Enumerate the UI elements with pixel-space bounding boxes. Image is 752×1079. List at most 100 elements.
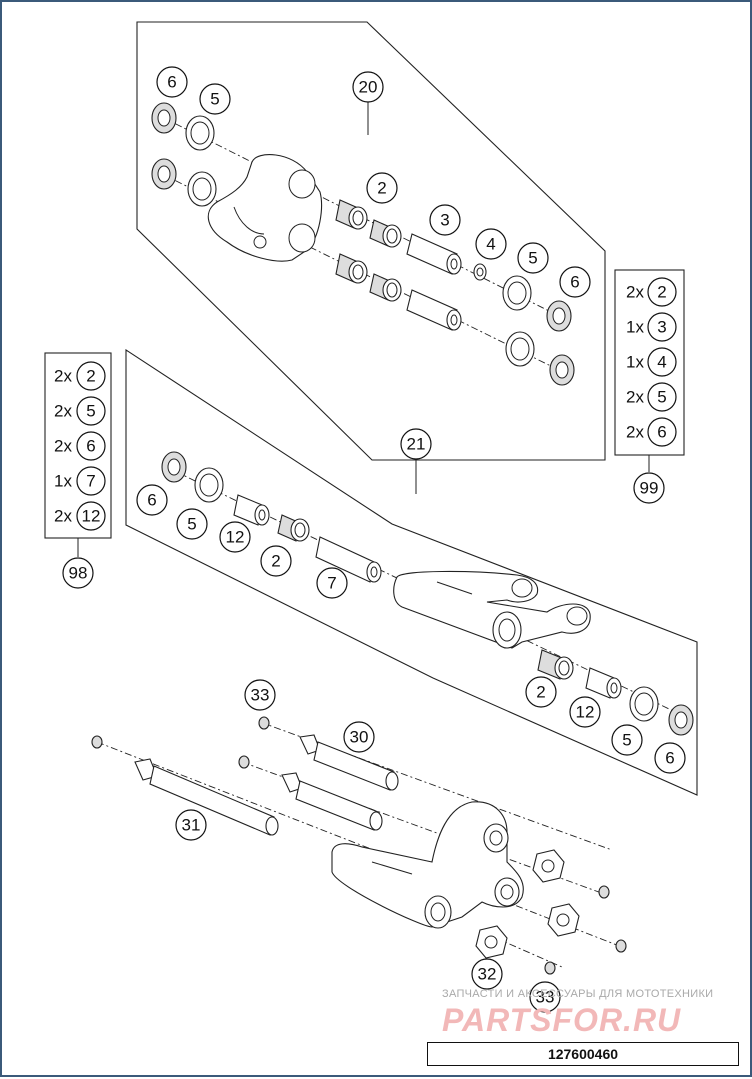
callout-part-2-c: 2 [525,676,557,708]
callout-part-2-a: 2 [366,172,398,204]
watermark-brand: PARTSFOR.RU [442,1002,682,1038]
svg-text:6: 6 [86,437,95,456]
callout-part-4: 4 [475,228,507,260]
ring-part-4 [473,263,487,281]
seal-part-5-upper-left [185,115,215,151]
callout-part-33-b: 33 [529,981,561,1013]
kit-98-part-callout: 12 [76,501,106,531]
svg-text:4: 4 [486,235,495,254]
seal-part-5-lower-right [505,331,535,367]
sleeve-part-3-upper [406,233,462,275]
nut-part-32 [475,925,508,959]
screw-part-33-left [91,735,103,749]
bearing-part-6-kit-21-left [161,451,187,483]
linkage-body-kit-20 [207,154,323,262]
svg-text:32: 32 [478,965,497,984]
bearing-part-6-lower-right [549,354,575,386]
sleeve-part-7 [315,536,382,583]
callout-part-12-a: 12 [219,521,251,553]
bushing-part-2-kit-21-left [277,514,310,542]
callout-part-6-d: 6 [654,742,686,774]
kit-98-part-callout: 2 [76,361,106,391]
bolt-part-lower [281,772,383,831]
kit-99-part-callout: 2 [647,277,677,307]
svg-text:2: 2 [536,683,545,702]
kit-99-row: 1x 3 [626,312,677,342]
kit-98-qty: 2x [54,402,72,421]
svg-text:33: 33 [251,686,270,705]
link-arm-kit-21 [393,570,591,649]
svg-text:21: 21 [407,435,426,454]
svg-text:2: 2 [377,179,386,198]
kit-98-qty: 2x [54,507,72,526]
nut-upper-right [532,849,565,883]
callout-kit-99: 99 [633,472,665,504]
svg-text:33: 33 [536,988,555,1007]
svg-text:6: 6 [665,749,674,768]
bearing-part-6-upper-right [546,300,572,332]
svg-text:6: 6 [147,491,156,510]
bearing-part-6-upper-left [151,102,177,134]
spacer-part-12-kit-21-left [233,494,270,526]
document-code: 127600460 [427,1042,739,1066]
watermark-subtitle: ЗАПЧАСТИ И АКСЕССУАРЫ ДЛЯ МОТОТЕХНИКИ [442,988,714,1000]
bolt-part-30 [299,734,399,791]
svg-text:5: 5 [657,388,666,407]
screw-right-lower [615,939,627,953]
kit-99-row: 1x 4 [626,347,677,377]
kit-99-qty: 1x [626,318,644,337]
callout-part-3: 3 [429,204,461,236]
callout-part-5-d: 5 [611,724,643,756]
callout-part-30: 30 [343,721,375,753]
callout-kit-20: 20 [352,71,384,103]
callout-part-5-a: 5 [199,83,231,115]
callout-part-7: 7 [316,567,348,599]
kit-99-qty: 1x [626,353,644,372]
kit-20-frame [136,21,606,461]
svg-text:2: 2 [271,552,280,571]
kit-98-qty: 2x [54,437,72,456]
svg-text:3: 3 [440,211,449,230]
svg-text:12: 12 [226,528,245,547]
svg-text:6: 6 [657,423,666,442]
kit-99-row: 2x 5 [626,382,677,412]
svg-text:98: 98 [69,564,88,583]
seal-part-5-kit-21-right [629,686,659,722]
svg-text:5: 5 [528,249,537,268]
spacer-part-12-kit-21-right [585,667,622,699]
screw-part-33-upper [258,716,270,730]
callout-part-6-b: 6 [559,266,591,298]
kit-98-row: 2x 6 [54,431,106,461]
bearing-part-6-kit-21-right [668,704,694,736]
sleeve-part-3-lower [406,289,462,331]
seal-part-5-kit-21-left [194,467,224,503]
kit-21-frame [125,348,698,796]
kit-99-row: 2x 2 [626,277,677,307]
svg-text:7: 7 [327,574,336,593]
callout-part-31: 31 [175,809,207,841]
bushing-part-2-upper-b [369,219,402,248]
svg-text:2: 2 [657,283,666,302]
seal-part-5-lower-left [187,171,217,207]
callout-part-5-b: 5 [517,242,549,274]
callout-part-5-c: 5 [176,508,208,540]
svg-text:3: 3 [657,318,666,337]
bushing-part-2-upper [335,199,368,230]
kit-99-qty: 2x [626,283,644,302]
kit-99-part-callout: 3 [647,312,677,342]
svg-text:12: 12 [576,703,595,722]
svg-text:7: 7 [86,472,95,491]
screw-part-33-mid [238,755,250,769]
callout-part-32: 32 [471,958,503,990]
callout-part-33-a: 33 [244,679,276,711]
kit-99-qty: 2x [626,388,644,407]
bolt-31-axis [96,741,628,950]
svg-text:6: 6 [570,273,579,292]
svg-text:4: 4 [657,353,666,372]
kit-98-part-callout: 7 [76,466,106,496]
svg-text:5: 5 [622,731,631,750]
